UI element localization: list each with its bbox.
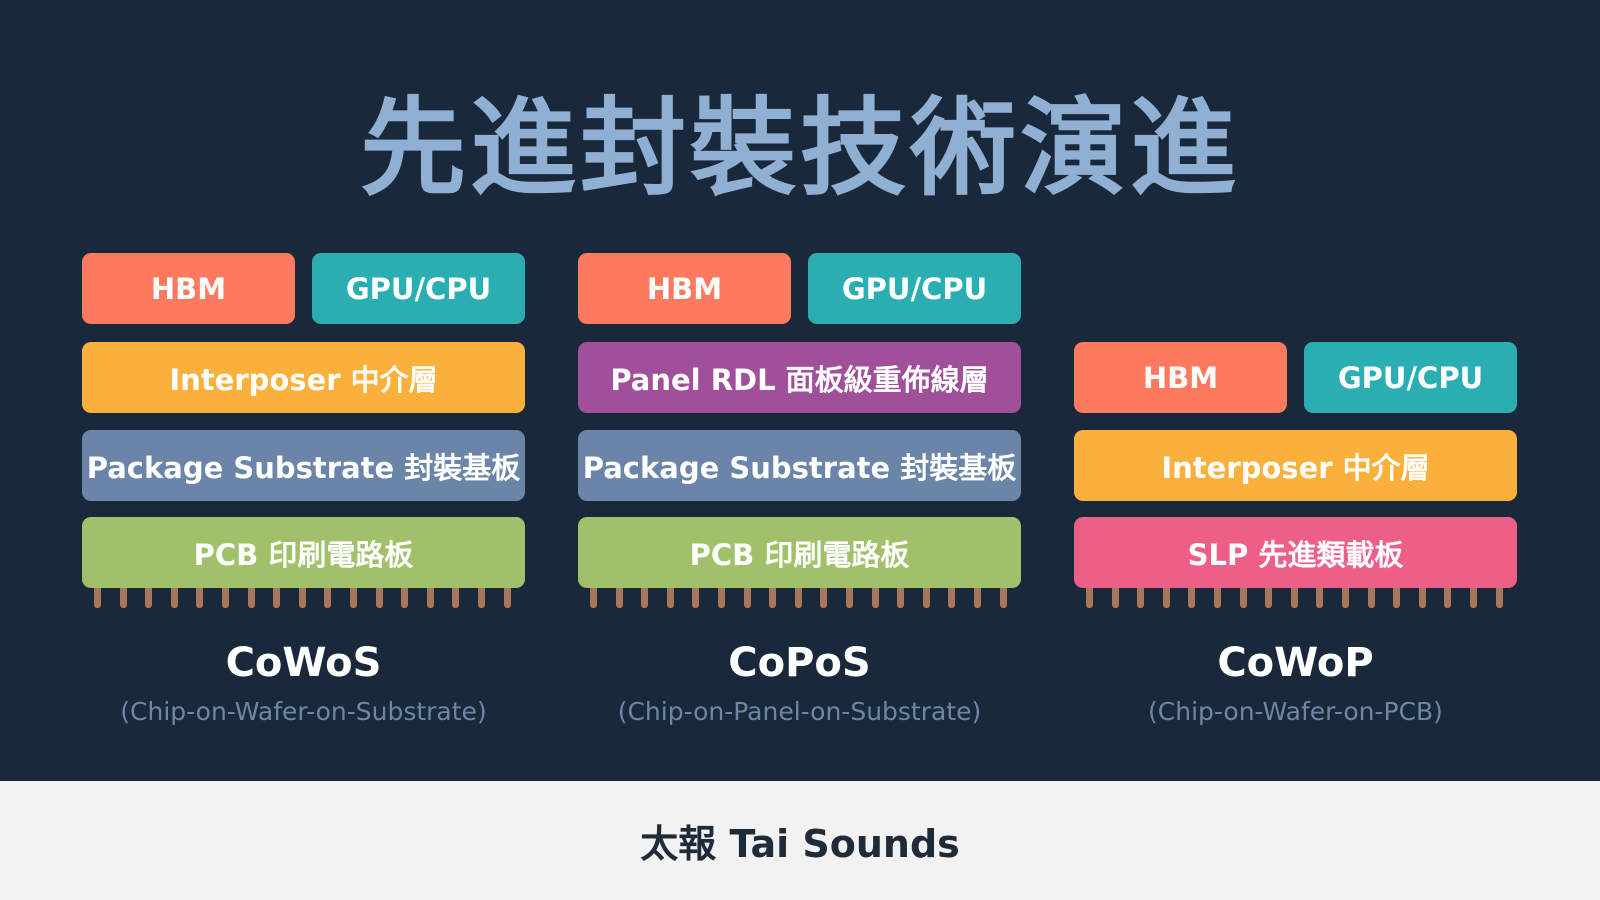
pin: [298, 588, 306, 608]
technology-subtitle: (Chip-on-Wafer-on-Substrate): [120, 697, 487, 726]
pin: [273, 588, 281, 608]
pin: [615, 588, 623, 608]
layer-gpu: GPU/CPU: [312, 253, 525, 324]
pin: [196, 588, 204, 608]
technology-subtitle: (Chip-on-Panel-on-Substrate): [617, 697, 982, 726]
layer-pcb: PCB 印刷電路板: [578, 517, 1021, 588]
pin: [1265, 588, 1273, 608]
layer-hbm: HBM: [1074, 342, 1287, 413]
pin: [1162, 588, 1170, 608]
layer-substrate: Package Substrate 封裝基板: [578, 430, 1021, 501]
pin: [350, 588, 357, 608]
technology-subtitle: (Chip-on-Wafer-on-PCB): [1148, 697, 1443, 726]
pin: [871, 588, 879, 608]
pin: [1290, 588, 1298, 608]
pin: [1316, 588, 1324, 608]
pin: [590, 588, 597, 608]
pin: [324, 588, 332, 608]
layer-substrate: Package Substrate 封裝基板: [82, 430, 525, 501]
technology-name: CoWoP: [1217, 640, 1374, 686]
layer-gpu: GPU/CPU: [808, 253, 1021, 324]
pin: [1367, 588, 1375, 608]
pin: [974, 588, 981, 608]
pin: [452, 588, 460, 608]
pin: [666, 588, 674, 608]
pin: [247, 588, 255, 608]
technology-name: CoPoS: [728, 640, 871, 686]
pcb-pins: [578, 588, 1021, 608]
pin: [119, 588, 127, 608]
pin: [1239, 588, 1247, 608]
pin: [375, 588, 383, 608]
pin: [794, 588, 802, 608]
footer: 太報 Tai Sounds: [0, 781, 1600, 900]
pin: [846, 588, 853, 608]
layer-slp: SLP 先進類載板: [1074, 517, 1517, 588]
pin: [1495, 588, 1503, 608]
pin: [922, 588, 930, 608]
pin: [478, 588, 485, 608]
layer-hbm: HBM: [82, 253, 295, 324]
pin: [999, 588, 1007, 608]
pin: [401, 588, 409, 608]
pin: [820, 588, 828, 608]
pin: [1393, 588, 1401, 608]
pin: [1418, 588, 1426, 608]
layer-panel-rdl: Panel RDL 面板級重佈線層: [578, 342, 1021, 413]
pin: [222, 588, 229, 608]
pcb-pins: [1074, 588, 1517, 608]
pin: [1444, 588, 1452, 608]
pin: [145, 588, 153, 608]
footer-brand: 太報 Tai Sounds: [640, 822, 960, 866]
pcb-pins: [82, 588, 525, 608]
pin: [897, 588, 905, 608]
layer-interposer: Interposer 中介層: [82, 342, 525, 413]
pin: [743, 588, 751, 608]
page-title: 先進封裝技術演進: [360, 87, 1240, 210]
pin: [426, 588, 434, 608]
pin: [718, 588, 725, 608]
pin: [1214, 588, 1221, 608]
pin: [1111, 588, 1119, 608]
pin: [1342, 588, 1349, 608]
layer-pcb: PCB 印刷電路板: [82, 517, 525, 588]
pin: [948, 588, 956, 608]
pin: [170, 588, 178, 608]
pin: [1188, 588, 1196, 608]
pin: [1086, 588, 1093, 608]
layer-interposer: Interposer 中介層: [1074, 430, 1517, 501]
pin: [503, 588, 511, 608]
pin: [1137, 588, 1145, 608]
layer-hbm: HBM: [578, 253, 791, 324]
pin: [94, 588, 101, 608]
pin: [769, 588, 777, 608]
pin: [692, 588, 700, 608]
technology-name: CoWoS: [225, 640, 382, 686]
pin: [1470, 588, 1477, 608]
layer-gpu: GPU/CPU: [1304, 342, 1517, 413]
pin: [641, 588, 649, 608]
